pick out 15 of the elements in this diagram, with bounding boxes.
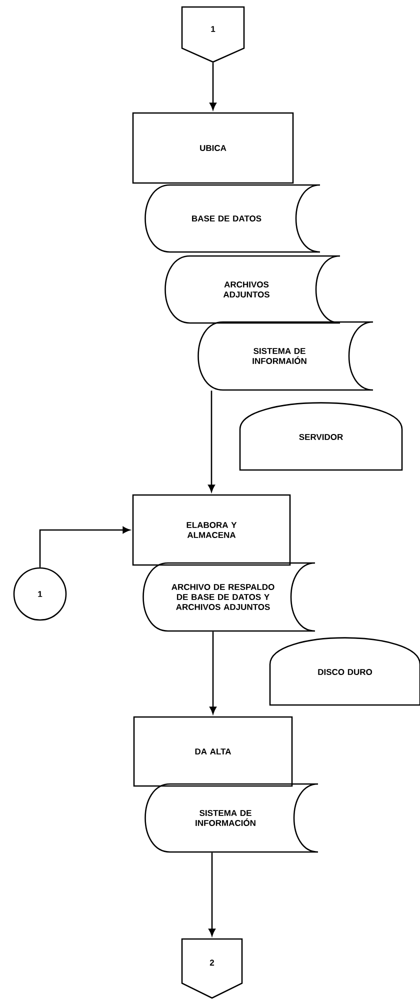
stored-data-shape: BASE DE DATOS — [144, 184, 321, 253]
process-box: ELABORA Y ALMACENA — [132, 494, 291, 566]
off-page-connector: 2 — [181, 938, 243, 999]
arrow — [210, 62, 216, 110]
stored-data-shape: ARCHIVO DE RESPALDO DE BASE DE DATOS Y ARCHIVOS ADJUNTOS — [142, 562, 316, 632]
off-page-connector: 1 — [181, 6, 245, 63]
arrow — [210, 632, 216, 714]
stored-data-shape: SISTEMA DE INFORMAIÓN — [198, 321, 374, 391]
process-box: UBICA — [132, 112, 294, 184]
arrow — [208, 852, 216, 936]
stored-data-shape: ARCHIVOS ADJUNTOS — [164, 255, 341, 324]
stored-data-shape: SISTEMA DE INFORMACIÓN — [144, 783, 319, 853]
process-box: DA ALTA — [133, 716, 293, 787]
arrow — [208, 390, 215, 492]
arrow — [39, 526, 130, 568]
